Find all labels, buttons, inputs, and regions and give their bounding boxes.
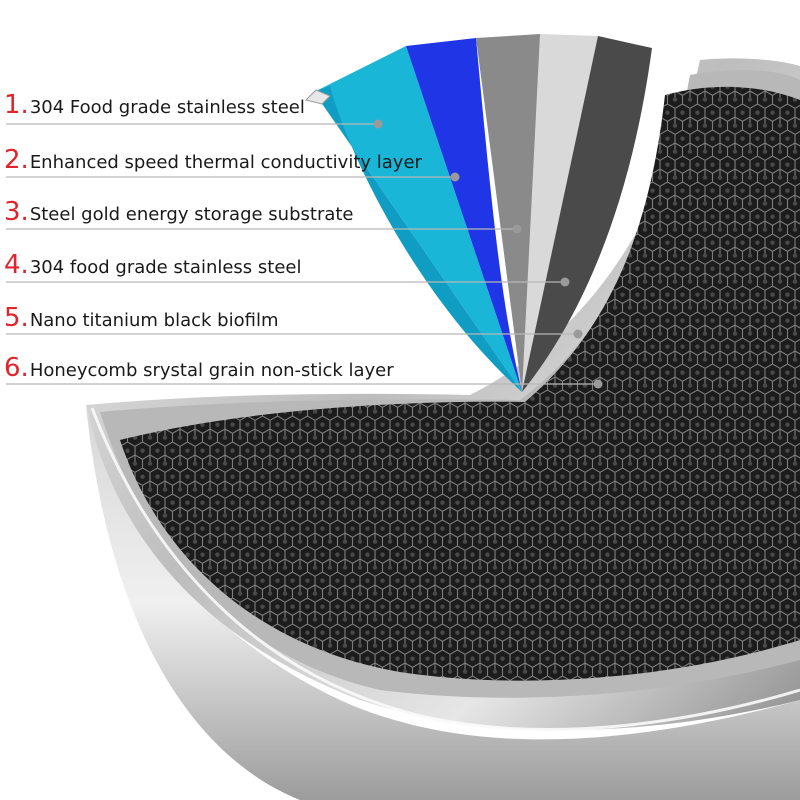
layer-text-3: Steel gold energy storage substrate [29,204,354,225]
layer-cutaway [305,34,652,392]
layer-number-1: 1. [4,90,29,120]
layer-gray-band [476,34,542,392]
frying-pan [86,58,800,800]
layer-text-4: 304 food grade stainless steel [29,257,302,278]
layer-text-1: 304 Food grade stainless steel [29,97,305,118]
layer-label-2: 2.Enhanced speed thermal conductivity la… [4,145,422,175]
pan-outer-wall [86,405,800,800]
leader-lines [6,123,598,385]
layer-dark-band [522,36,652,392]
layer-blue-band [406,38,522,392]
layer-number-6: 6. [4,353,29,383]
leader-dot-4 [560,277,570,287]
leader-dot-3 [512,224,522,234]
layer-text-2: Enhanced speed thermal conductivity laye… [29,152,422,173]
layer-text-5: Nano titanium black biofilm [29,310,279,331]
surface-shading [120,86,800,681]
leader-dots [373,119,603,389]
layer-number-2: 2. [4,145,29,175]
layer-number-5: 5. [4,303,29,333]
layer-silver-band [522,34,598,392]
layer-label-6: 6.Honeycomb srystal grain non-stick laye… [4,353,394,383]
leader-dot-2 [450,172,460,182]
non-stick-surface [120,86,800,681]
layer-cyan-band [314,46,522,392]
layer-number-4: 4. [4,250,29,280]
layer-label-4: 4.304 food grade stainless steel [4,250,302,280]
leader-dot-1 [373,119,383,129]
layer-label-3: 3.Steel gold energy storage substrate [4,197,354,227]
layer-number-3: 3. [4,197,29,227]
layer-label-1: 1.304 Food grade stainless steel [4,90,305,120]
leader-dot-5 [573,329,583,339]
leader-dot-6 [593,379,603,389]
layer-label-5: 5.Nano titanium black biofilm [4,303,278,333]
layer-text-6: Honeycomb srystal grain non-stick layer [29,360,394,381]
layer-cyan-edge [314,86,522,392]
rim-highlight [90,407,800,732]
layer-top-lip [305,89,331,105]
